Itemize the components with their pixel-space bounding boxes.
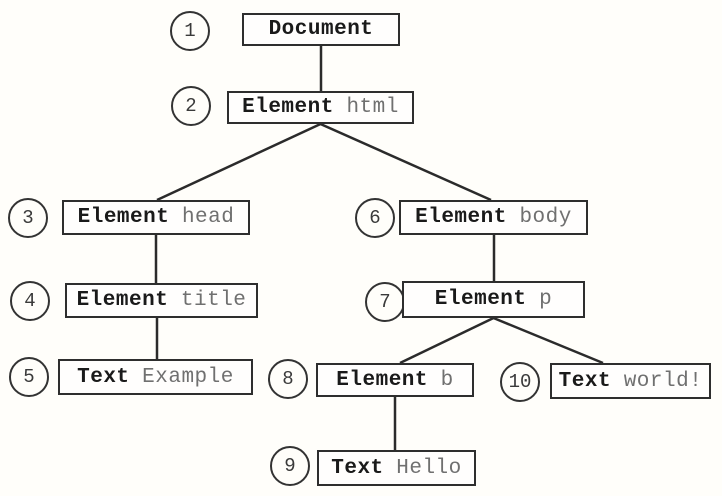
node-value: body <box>519 206 572 229</box>
node-number-badge: 9 <box>270 446 310 486</box>
node-box: Element b <box>316 363 474 397</box>
connector-html-head <box>156 122 322 202</box>
node-number-badge: 8 <box>268 359 308 399</box>
node-keyword: Text <box>331 456 384 480</box>
node-box: Text Hello <box>317 450 476 486</box>
connector-p-b <box>399 316 495 365</box>
node-value: html <box>346 96 399 119</box>
node-number: 4 <box>24 289 36 312</box>
node-number: 6 <box>369 206 381 229</box>
node-value: Hello <box>396 456 462 480</box>
node-keyword: Element <box>76 289 169 312</box>
node-box: Text world! <box>550 363 711 399</box>
node-number: 10 <box>508 370 532 393</box>
connector-p-world <box>493 316 604 365</box>
connector-html-body <box>319 122 492 202</box>
node-keyword: Element <box>415 206 507 229</box>
node-number-badge: 7 <box>365 282 405 322</box>
node-box: Element body <box>399 200 588 235</box>
node-number: 1 <box>184 19 196 42</box>
node-number-badge: 4 <box>10 281 50 321</box>
node-number-badge: 1 <box>170 11 210 51</box>
node-number-badge: 3 <box>8 198 48 238</box>
node-number: 2 <box>185 94 197 117</box>
node-value: title <box>180 289 247 312</box>
node-number-badge: 6 <box>355 198 395 238</box>
node-value: head <box>181 206 235 229</box>
node-value: b <box>440 368 454 392</box>
node-keyword: Element <box>434 288 527 311</box>
node-number-badge: 2 <box>171 86 211 126</box>
node-keyword: Element <box>77 206 170 229</box>
node-box: Element head <box>62 200 250 235</box>
node-number: 3 <box>22 206 34 229</box>
node-box: Element title <box>65 283 258 318</box>
node-value: p <box>539 288 553 311</box>
node-keyword: Document <box>268 18 374 41</box>
node-number: 9 <box>284 454 296 477</box>
node-keyword: Element <box>336 368 428 392</box>
node-number-badge: 5 <box>9 357 49 397</box>
node-number: 8 <box>282 367 294 390</box>
node-number: 5 <box>23 365 35 388</box>
node-keyword: Text <box>77 365 130 389</box>
node-value: Example <box>142 365 234 389</box>
node-number-badge: 10 <box>500 362 540 402</box>
node-keyword: Element <box>242 96 334 119</box>
node-box: Text Example <box>58 359 253 395</box>
node-number: 7 <box>379 290 391 313</box>
node-box: Document <box>242 13 400 46</box>
node-box: Element p <box>402 281 585 318</box>
node-keyword: Text <box>558 369 612 393</box>
node-box: Element html <box>227 91 414 124</box>
node-value: world! <box>623 369 703 393</box>
